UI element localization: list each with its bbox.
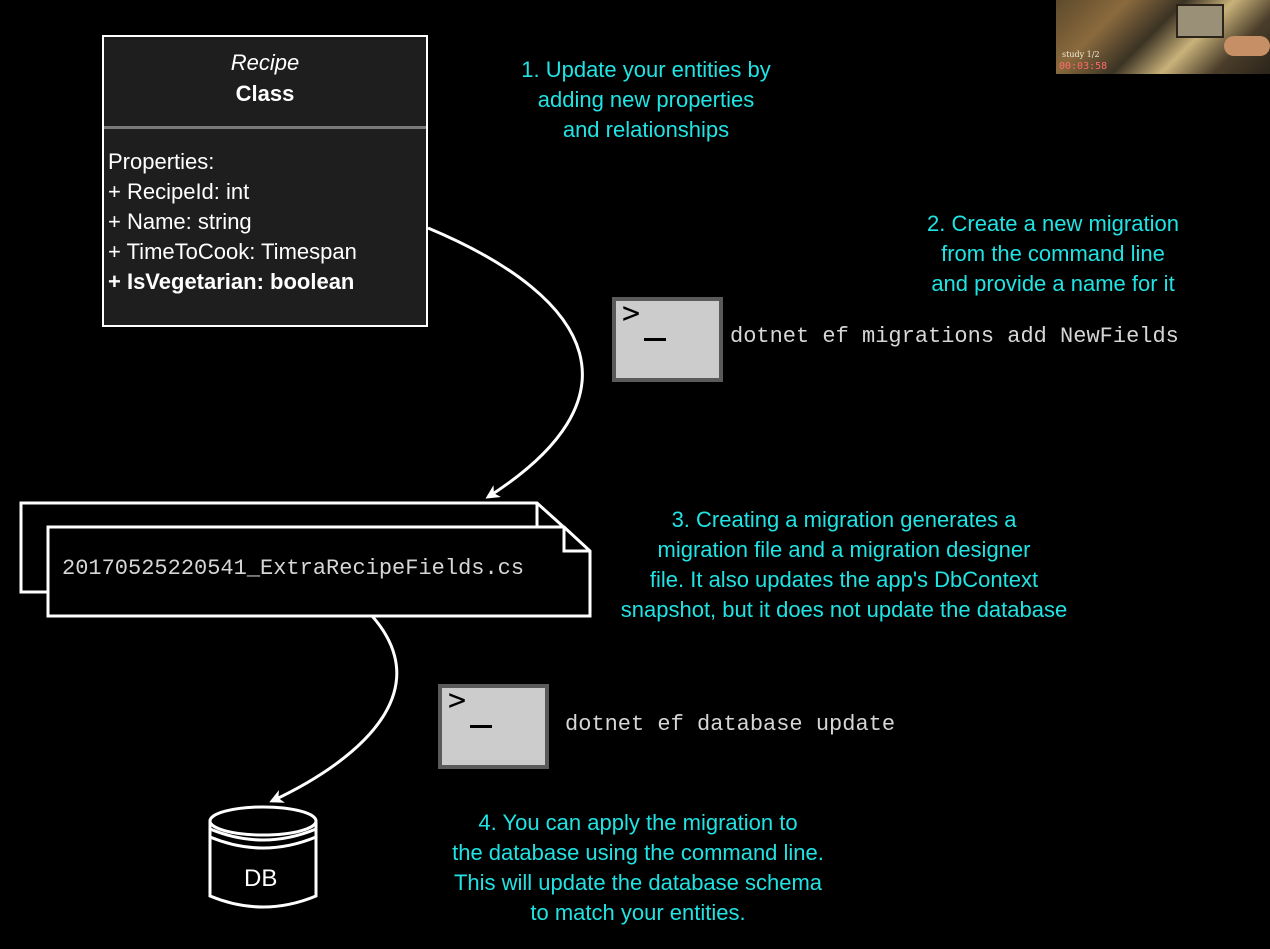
properties-header: Properties:: [108, 149, 215, 174]
class-properties: Properties: + RecipeId: int + Name: stri…: [104, 129, 426, 297]
terminal-icon: >: [612, 297, 723, 382]
class-name: Recipe: [230, 50, 300, 75]
step-1-caption: 1. Update your entities by adding new pr…: [521, 57, 771, 142]
property-is-vegetarian: + IsVegetarian: boolean: [108, 269, 355, 294]
property-name: + Name: string: [108, 209, 252, 234]
class-header: Recipe Class: [104, 37, 426, 129]
migration-file-name: 20170525220541_ExtraRecipeFields.cs: [62, 556, 525, 581]
class-stereotype: Class: [235, 81, 295, 106]
migration-file-icon: [19, 501, 592, 618]
database-label: DB: [244, 865, 278, 892]
hand-image: [1224, 36, 1270, 56]
webcam-thumbnail: study 1/2 00:03:58: [1056, 0, 1270, 74]
recipe-class-box: Recipe Class Properties: + RecipeId: int…: [102, 35, 428, 327]
terminal-icon: >: [438, 684, 549, 769]
arrow-migration-to-db: [269, 589, 399, 803]
webcam-caption: study 1/2: [1062, 50, 1100, 59]
command-add-migration: dotnet ef migrations add NewFields: [730, 324, 1179, 349]
webcam-timer: 00:03:58: [1059, 61, 1108, 72]
property-time-to-cook: + TimeToCook: Timespan: [108, 239, 357, 264]
step-3-caption: 3. Creating a migration generates a migr…: [620, 507, 1068, 622]
monitor-image: [1176, 4, 1224, 38]
property-recipe-id: + RecipeId: int: [108, 179, 250, 204]
step-2-caption: 2. Create a new migration from the comma…: [927, 211, 1179, 296]
database-icon: [208, 805, 318, 909]
command-database-update: dotnet ef database update: [565, 712, 896, 737]
arrow-class-to-migration: [427, 226, 584, 499]
step-4-caption: 4. You can apply the migration to the da…: [452, 810, 824, 925]
